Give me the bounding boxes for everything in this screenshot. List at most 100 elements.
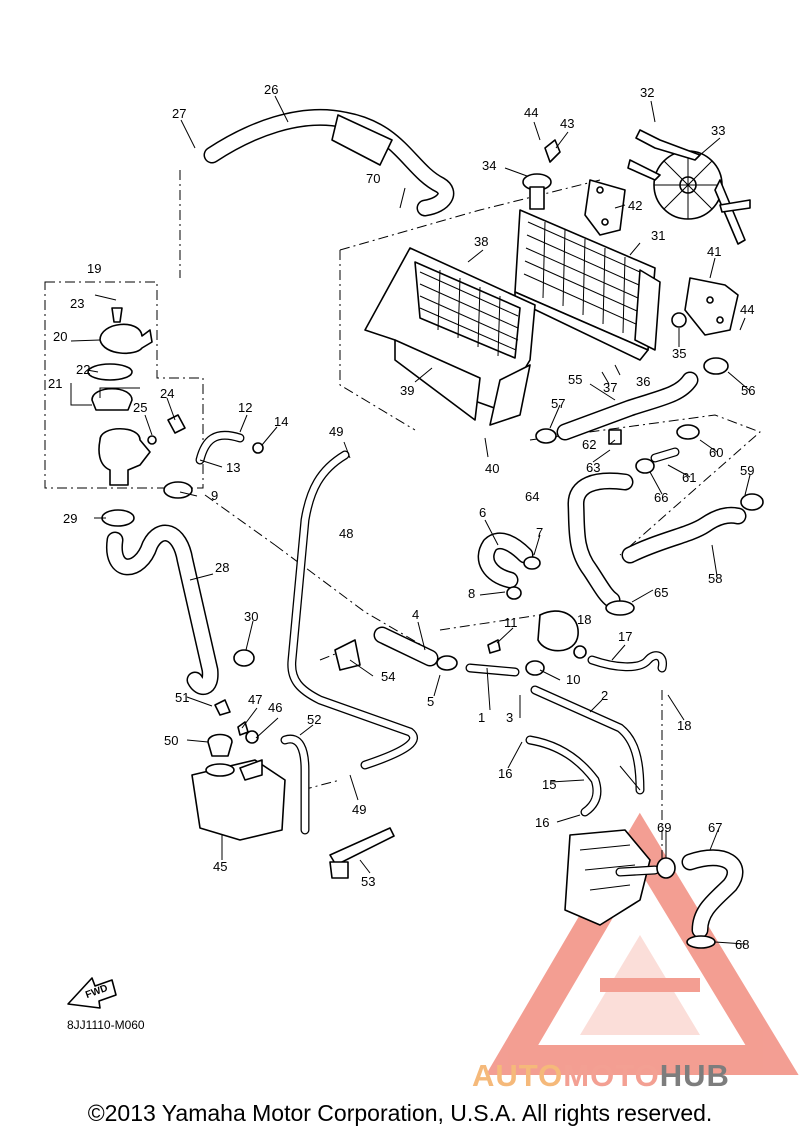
callout-20: 20 <box>53 329 67 344</box>
callout-56: 56 <box>741 383 755 398</box>
callout-28: 28 <box>215 560 229 575</box>
callout-40: 40 <box>485 461 499 476</box>
callout-25: 25 <box>133 400 147 415</box>
fan <box>627 129 751 245</box>
callout-46: 46 <box>268 700 282 715</box>
callout-52: 52 <box>307 712 321 727</box>
copyright-notice: ©2013 Yamaha Motor Corporation, U.S.A. A… <box>87 1100 713 1126</box>
callout-54: 54 <box>381 669 395 684</box>
watermark-moto: MOTO <box>563 1058 660 1093</box>
callout-numbers: 1 2 3 4 5 6 7 8 9 10 11 12 13 14 15 16 1… <box>48 82 755 952</box>
callout-66: 66 <box>654 490 668 505</box>
callout-70: 70 <box>366 171 380 186</box>
callout-14: 14 <box>274 414 288 429</box>
callout-12: 12 <box>238 400 252 415</box>
water-pump <box>564 829 676 926</box>
callout-16b: 16 <box>535 815 549 830</box>
callout-61: 61 <box>682 470 696 485</box>
callout-24: 24 <box>160 386 174 401</box>
callout-15: 15 <box>542 777 556 792</box>
callout-7: 7 <box>536 525 543 540</box>
radiator <box>514 173 661 361</box>
watermark-hub: HUB <box>659 1058 730 1093</box>
watermark-wordmark: AUTOMOTOHUB <box>472 1058 730 1094</box>
fwd-arrow-icon: FWD <box>67 977 117 1009</box>
hose-26 <box>203 108 455 217</box>
hose-67 <box>681 849 744 949</box>
callout-37: 37 <box>603 380 617 395</box>
callout-49a: 49 <box>329 424 343 439</box>
callout-51: 51 <box>175 690 189 705</box>
callout-60: 60 <box>709 445 723 460</box>
radiator-cover <box>364 247 536 426</box>
hose-64 <box>567 472 635 616</box>
callout-44b: 44 <box>740 302 754 317</box>
pump-housing-center <box>465 610 587 677</box>
callout-11: 11 <box>504 615 518 630</box>
brackets <box>544 139 739 336</box>
callout-65: 65 <box>654 585 668 600</box>
hose-4 <box>373 626 458 671</box>
callout-53: 53 <box>361 874 375 889</box>
callout-39: 39 <box>400 383 414 398</box>
callout-leaders <box>70 95 751 945</box>
callout-30: 30 <box>244 609 258 624</box>
callout-23: 23 <box>70 296 84 311</box>
callout-55: 55 <box>568 372 582 387</box>
callout-69: 69 <box>657 820 671 835</box>
callout-59: 59 <box>740 463 754 478</box>
hose-55 <box>535 357 729 444</box>
callout-5: 5 <box>427 694 434 709</box>
callout-62: 62 <box>582 437 596 452</box>
tube-52 <box>280 734 310 835</box>
callout-45: 45 <box>213 859 227 874</box>
callout-2: 2 <box>601 688 608 703</box>
callout-48: 48 <box>339 526 353 541</box>
callout-49b: 49 <box>352 802 366 817</box>
callout-18a: 18 <box>577 612 591 627</box>
hose-28 <box>101 481 255 695</box>
callout-57: 57 <box>551 396 565 411</box>
callout-33: 33 <box>711 123 725 138</box>
callout-4: 4 <box>412 607 419 622</box>
callout-27: 27 <box>172 106 186 121</box>
reservoir-tank <box>191 699 286 841</box>
callout-9: 9 <box>211 488 218 503</box>
callout-35: 35 <box>672 346 686 361</box>
clamp-54 <box>334 639 361 671</box>
callout-13: 13 <box>226 460 240 475</box>
strap-53 <box>329 827 395 879</box>
hose-2 <box>530 685 645 795</box>
hose-6 <box>477 532 541 600</box>
callout-58: 58 <box>708 571 722 586</box>
hose-58 <box>608 424 764 564</box>
callout-21: 21 <box>48 376 62 391</box>
callout-6: 6 <box>479 505 486 520</box>
callout-26: 26 <box>264 82 278 97</box>
hose-15 <box>525 735 602 817</box>
thermostat-assembly <box>87 307 186 486</box>
callout-50: 50 <box>164 733 178 748</box>
callout-43: 43 <box>560 116 574 131</box>
watermark-auto: AUTO <box>472 1058 564 1093</box>
callout-10: 10 <box>566 672 580 687</box>
callout-3a: 3 <box>506 710 513 725</box>
pipe-12 <box>195 430 264 465</box>
callout-64: 64 <box>525 489 539 504</box>
callout-44a: 44 <box>524 105 538 120</box>
callout-63: 63 <box>586 460 600 475</box>
diagram-code: 8JJ1110-M060 <box>67 1018 145 1032</box>
hose-17 <box>587 651 668 673</box>
tube-48 <box>287 450 418 770</box>
callout-67: 67 <box>708 820 722 835</box>
callout-34: 34 <box>482 158 496 173</box>
callout-16a: 16 <box>498 766 512 781</box>
callout-38: 38 <box>474 234 488 249</box>
callout-32: 32 <box>640 85 654 100</box>
callout-42: 42 <box>628 198 642 213</box>
callout-36: 36 <box>636 374 650 389</box>
watermark-logo <box>485 812 799 1075</box>
callout-31: 31 <box>651 228 665 243</box>
callout-68: 68 <box>735 937 749 952</box>
